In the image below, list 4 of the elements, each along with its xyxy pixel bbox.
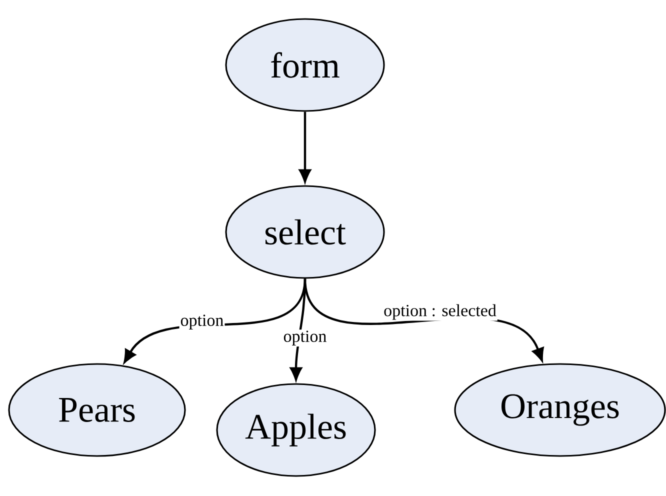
- arrow: [298, 112, 312, 182]
- edge-label: option : selected: [382, 303, 498, 321]
- edge-label: option: [179, 314, 225, 330]
- edge-label: option: [282, 330, 328, 346]
